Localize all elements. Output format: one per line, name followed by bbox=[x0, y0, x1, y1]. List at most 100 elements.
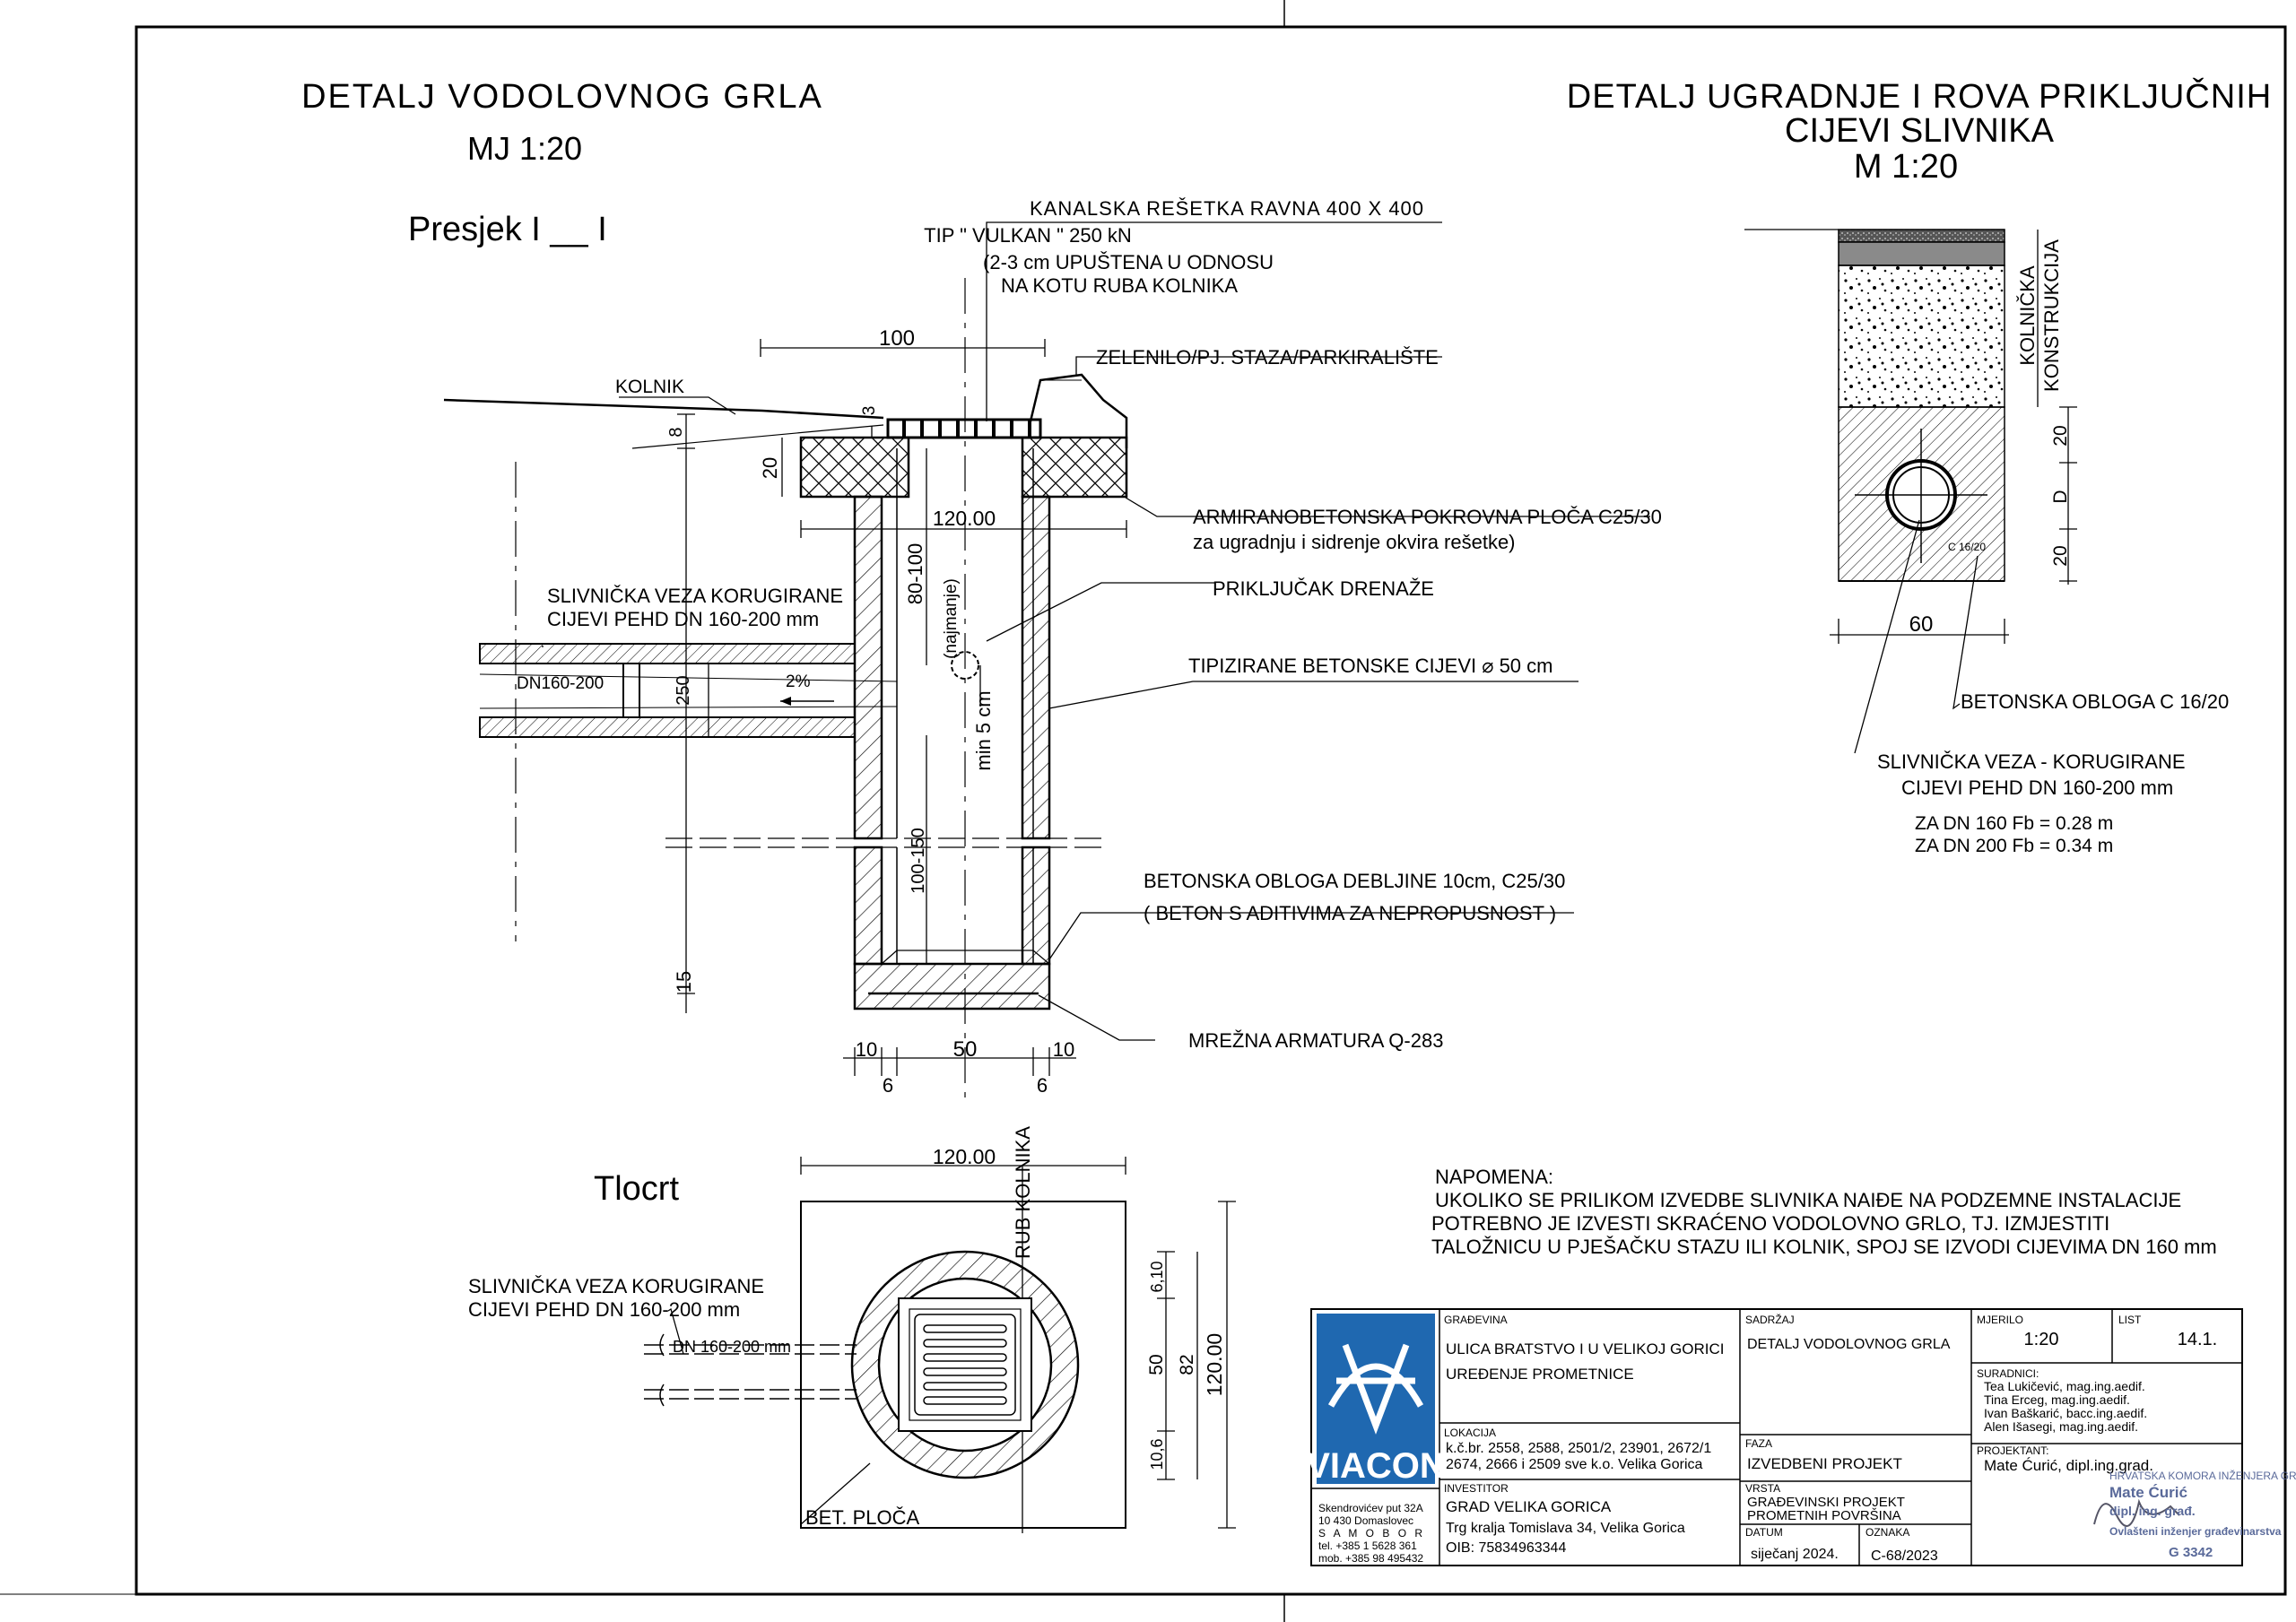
title-block-text: GRAĐEVINA ULICA BRATSTVO I U VELIKOJ GOR… bbox=[1444, 1313, 2217, 1564]
dim-b10a: 10 bbox=[856, 1038, 877, 1061]
company-line-1: Skendrovićev put 32A bbox=[1318, 1502, 1423, 1514]
viacon-logo: VIACON bbox=[1306, 1314, 1446, 1486]
sadrzaj-label: SADRŽAJ bbox=[1745, 1313, 1795, 1326]
plan-dim-6-10: 6,10 bbox=[1148, 1261, 1166, 1292]
grate-label-2: TIP " VULKAN " 250 kN bbox=[924, 224, 1132, 247]
dn-label: DN160-200 bbox=[517, 674, 604, 693]
right-title: DETALJ UGRADNJE I ROVA PRIKLJUČNIH CIJEV… bbox=[1567, 76, 2271, 186]
mjerilo-label: MJERILO bbox=[1977, 1314, 2023, 1326]
trench-conn-2: CIJEVI PEHD DN 160-200 mm bbox=[1901, 776, 2173, 799]
plan-rub-label: RUB KOLNIKA bbox=[1012, 1126, 1034, 1259]
viacon-mark-icon bbox=[1327, 1343, 1424, 1435]
vrsta-line-2: PROMETNIH POVRŠINA bbox=[1747, 1508, 1901, 1523]
note-line-3: TALOŽNICU U PJEŠAČKU STAZU ILI KOLNIK, S… bbox=[1431, 1236, 2217, 1258]
list-label: LIST bbox=[2118, 1314, 2142, 1326]
lining-label-1: BETONSKA OBLOGA DEBLJINE 10cm, C25/30 bbox=[1144, 870, 1565, 892]
engineer-stamp: HRVATSKA KOMORA INŽENJERA GRAĐEVINARSTVA… bbox=[2093, 1469, 2296, 1560]
trench-fb-2: ZA DN 200 Fb = 0.34 m bbox=[1915, 836, 2113, 856]
left-title-line1: DETALJ VODOLOVNOG GRLA bbox=[301, 78, 823, 116]
stamp-line-1: HRVATSKA KOMORA INŽENJERA GRAĐEVINARSTVA bbox=[2109, 1469, 2296, 1482]
investitor-line-2: Trg kralja Tomislava 34, Velika Gorica bbox=[1446, 1521, 1685, 1536]
suradnici-label: SURADNICI: bbox=[1977, 1367, 2039, 1380]
company-line-5: mob. +385 98 495432 bbox=[1318, 1552, 1423, 1565]
mesh-label: MREŽNA ARMATURA Q-283 bbox=[1188, 1029, 1443, 1052]
investitor-line-3: OIB: 75834963344 bbox=[1446, 1540, 1566, 1556]
slab-label-1: ARMIRANOBETONSKA POKROVNA PLOČA C25/30 bbox=[1193, 506, 1662, 528]
section-drawing bbox=[443, 221, 1650, 1103]
dim-100: 100 bbox=[879, 326, 915, 351]
mjerilo-value: 1:20 bbox=[2024, 1330, 2059, 1349]
note-line-2: POTREBNO JE IZVESTI SKRAĆENO VODOLOVNO G… bbox=[1431, 1212, 2109, 1235]
plan-title: Tlocrt bbox=[594, 1170, 679, 1208]
dim-najmanje: (najmanje) bbox=[942, 578, 961, 659]
datum-label: DATUM bbox=[1745, 1526, 1783, 1539]
plan-dim-10-6: 10,6 bbox=[1148, 1438, 1166, 1470]
title-block bbox=[1310, 1308, 2243, 1566]
dim-8: 8 bbox=[666, 427, 686, 437]
list-value: 14.1. bbox=[2178, 1330, 2217, 1349]
dim-15: 15 bbox=[673, 971, 695, 993]
stamp-line-4: Ovlašteni inženjer građevinarstva bbox=[2109, 1525, 2282, 1538]
projektant-label: PROJEKTANT: bbox=[1977, 1444, 2048, 1457]
trench-conn-1: SLIVNIČKA VEZA - KORUGIRANE bbox=[1877, 750, 2186, 773]
dim-100-150: 100-150 bbox=[909, 828, 928, 893]
trench-kolnicka-2: KONSTRUKCIJA bbox=[2040, 239, 2063, 392]
dim-b10b: 10 bbox=[1053, 1038, 1074, 1061]
drain-label: PRIKLJUČAK DRENAŽE bbox=[1213, 577, 1434, 600]
note-head: NAPOMENA: bbox=[1435, 1166, 1553, 1188]
plan-drawing bbox=[644, 1157, 1236, 1533]
lining-label-2: ( BETON S ADITIVIMA ZA NEPROPUSNOST ) bbox=[1144, 902, 1556, 924]
trench-dim-20a: 20 bbox=[2050, 425, 2071, 446]
dim-20: 20 bbox=[759, 457, 781, 479]
green-label: ZELENILO/PJ. STAZA/PARKIRALIŠTE bbox=[1096, 346, 1439, 369]
trench-dim-60: 60 bbox=[1909, 612, 1934, 637]
datum-value: siječanj 2024. bbox=[1751, 1547, 1839, 1562]
trench-labels: KOLNIČKA KONSTRUKCIJA 20 D 20 60 C 16/20… bbox=[1877, 239, 2229, 856]
dim-250: 250 bbox=[674, 675, 693, 705]
company-line-4: tel. +385 1 5628 361 bbox=[1318, 1540, 1417, 1552]
sadrzaj-value: DETALJ VODOLOVNOG GRLA bbox=[1747, 1337, 1951, 1352]
company-line-3: S A M O B O R bbox=[1318, 1527, 1425, 1540]
trench-dim-d: D bbox=[2050, 490, 2071, 503]
plan-dim-120: 120.00 bbox=[933, 1145, 996, 1168]
faza-value: IZVEDBENI PROJEKT bbox=[1747, 1455, 1902, 1472]
lokacija-label: LOKACIJA bbox=[1444, 1427, 1496, 1439]
faza-label: FAZA bbox=[1745, 1437, 1772, 1450]
investitor-label: INVESTITOR bbox=[1444, 1482, 1509, 1495]
lokacija-line-1: k.č.br. 2558, 2588, 2501/2, 23901, 2672/… bbox=[1446, 1441, 1711, 1456]
left-title-scale: MJ 1:20 bbox=[467, 130, 582, 167]
oznaka-value: C-68/2023 bbox=[1871, 1548, 1938, 1564]
company-line-2: 10 430 Domaslovec bbox=[1318, 1514, 1413, 1527]
gradevina-line-2: UREĐENJE PROMETNICE bbox=[1446, 1366, 1634, 1383]
note: NAPOMENA: UKOLIKO SE PRILIKOM IZVEDBE SL… bbox=[1431, 1166, 2217, 1258]
trench-drawing bbox=[1744, 229, 2077, 754]
pipes-label: TIPIZIRANE BETONSKE CIJEVI ⌀ 50 cm bbox=[1188, 655, 1552, 677]
plan-labels: Tlocrt 120.00 RUB KOLNIKA SLIVNIČKA VEZA… bbox=[468, 1126, 1226, 1529]
trench-fb-1: ZA DN 160 Fb = 0.28 m bbox=[1915, 813, 2113, 834]
trench-kolnicka-1: KOLNIČKA bbox=[2016, 265, 2039, 366]
right-title-scale: M 1:20 bbox=[1854, 148, 1958, 186]
trench-obloga: BETONSKA OBLOGA C 16/20 bbox=[1961, 690, 2229, 713]
conn-label-1: SLIVNIČKA VEZA KORUGIRANE bbox=[547, 585, 843, 607]
investitor-line-1: GRAD VELIKA GORICA bbox=[1446, 1498, 1612, 1515]
plan-conn-1: SLIVNIČKA VEZA KORUGIRANE bbox=[468, 1275, 764, 1297]
stamp-line-3: dipl. ing. građ. bbox=[2109, 1504, 2196, 1518]
plan-dim-50: 50 bbox=[1146, 1354, 1167, 1375]
note-line-1: UKOLIKO SE PRILIKOM IZVEDBE SLIVNIKA NAI… bbox=[1435, 1189, 2181, 1211]
oznaka-label: OZNAKA bbox=[1866, 1526, 1909, 1539]
plan-conn-2: CIJEVI PEHD DN 160-200 mm bbox=[468, 1298, 740, 1321]
plan-dim-82: 82 bbox=[1177, 1354, 1197, 1375]
suradnik-3: Ivan Baškarić, bacc.ing.aedif. bbox=[1984, 1406, 2147, 1420]
grate-label-3: (2-3 cm UPUŠTENA U ODNOSU bbox=[983, 251, 1274, 273]
gradevina-label: GRAĐEVINA bbox=[1444, 1314, 1508, 1326]
trench-c16: C 16/20 bbox=[1948, 541, 1986, 553]
slab-label-2: za ugradnju i sidrenje okvira rešetke) bbox=[1193, 531, 1516, 553]
plan-dn: DN 160-200 mm bbox=[673, 1338, 791, 1356]
right-title-line2: CIJEVI SLIVNIKA bbox=[1785, 112, 2055, 150]
dim-b6a: 6 bbox=[883, 1074, 893, 1097]
plan-bet-label: BET. PLOČA bbox=[805, 1506, 919, 1529]
dim-b50: 50 bbox=[953, 1037, 978, 1062]
vrsta-line-1: GRAĐEVINSKI PROJEKT bbox=[1747, 1495, 1905, 1510]
